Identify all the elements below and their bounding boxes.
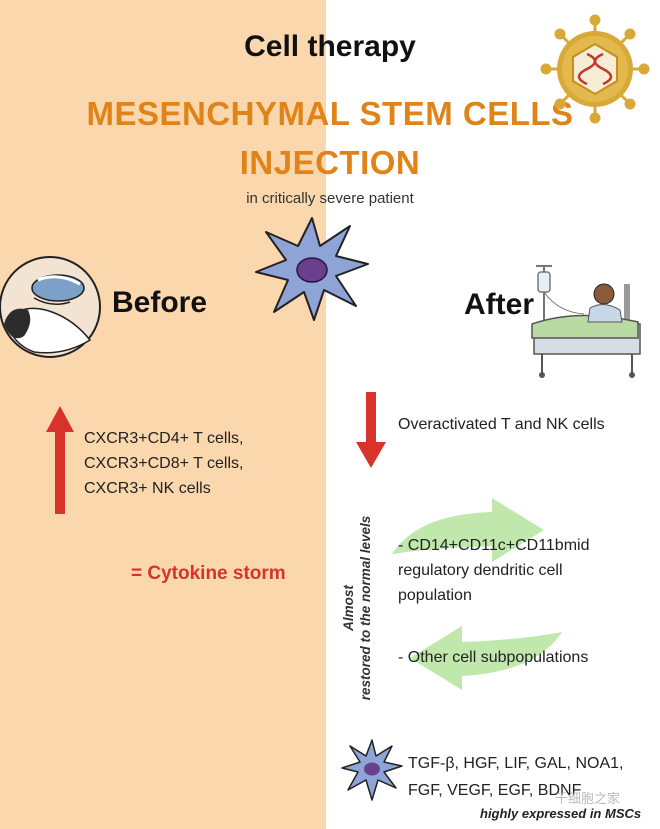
growth-factors: TGF-β, HGF, LIF, GAL, NOA1, FGF, VEGF, E…: [408, 750, 623, 804]
small-stem-cell-icon: [341, 739, 403, 801]
growth-factors-line1: TGF-β, HGF, LIF, GAL, NOA1,: [408, 755, 624, 772]
before-panel-background: [0, 0, 326, 829]
stem-cell-icon: [255, 217, 369, 321]
diagram-subtitle-line2: INJECTION: [239, 144, 421, 181]
after-heading: After: [464, 288, 535, 321]
sick-patient-icon: [0, 256, 101, 358]
factors-note: highly expressed in MSCs: [480, 806, 642, 821]
before-heading: Before: [112, 286, 208, 319]
cytokine-storm-label: = Cytokine storm: [131, 563, 286, 584]
decrease-label: Overactivated T and NK cells: [398, 416, 605, 433]
before-cell-line: CXCR3+CD8+ T cells,: [84, 455, 244, 472]
after-item2: - Other cell subpopulations: [398, 649, 589, 666]
restore-cycle-icon: [392, 498, 562, 690]
restored-label-line2: restored to the normal levels: [358, 515, 373, 701]
diagram-subtitle-line1: MESENCHYMAL STEM CELLS: [86, 95, 574, 132]
recovered-patient-icon: [531, 265, 641, 378]
decrease-arrow-icon: [356, 392, 386, 468]
increase-arrow-icon: [46, 406, 74, 514]
after-item1-line: - CD14+CD11c+CD11bmid: [398, 537, 590, 554]
diagram-title: Cell therapy: [244, 30, 416, 63]
growth-factors-line2: FGF, VEGF, EGF, BDNF: [408, 782, 582, 799]
after-item1-line: population: [398, 587, 472, 604]
before-cell-list: CXCR3+CD4+ T cells, CXCR3+CD8+ T cells, …: [84, 426, 243, 501]
watermark-text: 千细胞之家: [555, 791, 621, 806]
restored-label: Almost restored to the normal levels: [340, 492, 374, 724]
restored-label-line1: Almost: [341, 585, 356, 631]
patient-note: in critically severe patient: [246, 190, 414, 207]
after-item1: - CD14+CD11c+CD11bmid regulatory dendrit…: [398, 533, 589, 608]
after-panel-background: [326, 0, 660, 829]
before-cell-line: CXCR3+CD4+ T cells,: [84, 430, 244, 447]
after-item1-line: regulatory dendritic cell: [398, 562, 563, 579]
virus-icon: [540, 14, 650, 124]
before-cell-line: CXCR3+ NK cells: [84, 480, 211, 497]
